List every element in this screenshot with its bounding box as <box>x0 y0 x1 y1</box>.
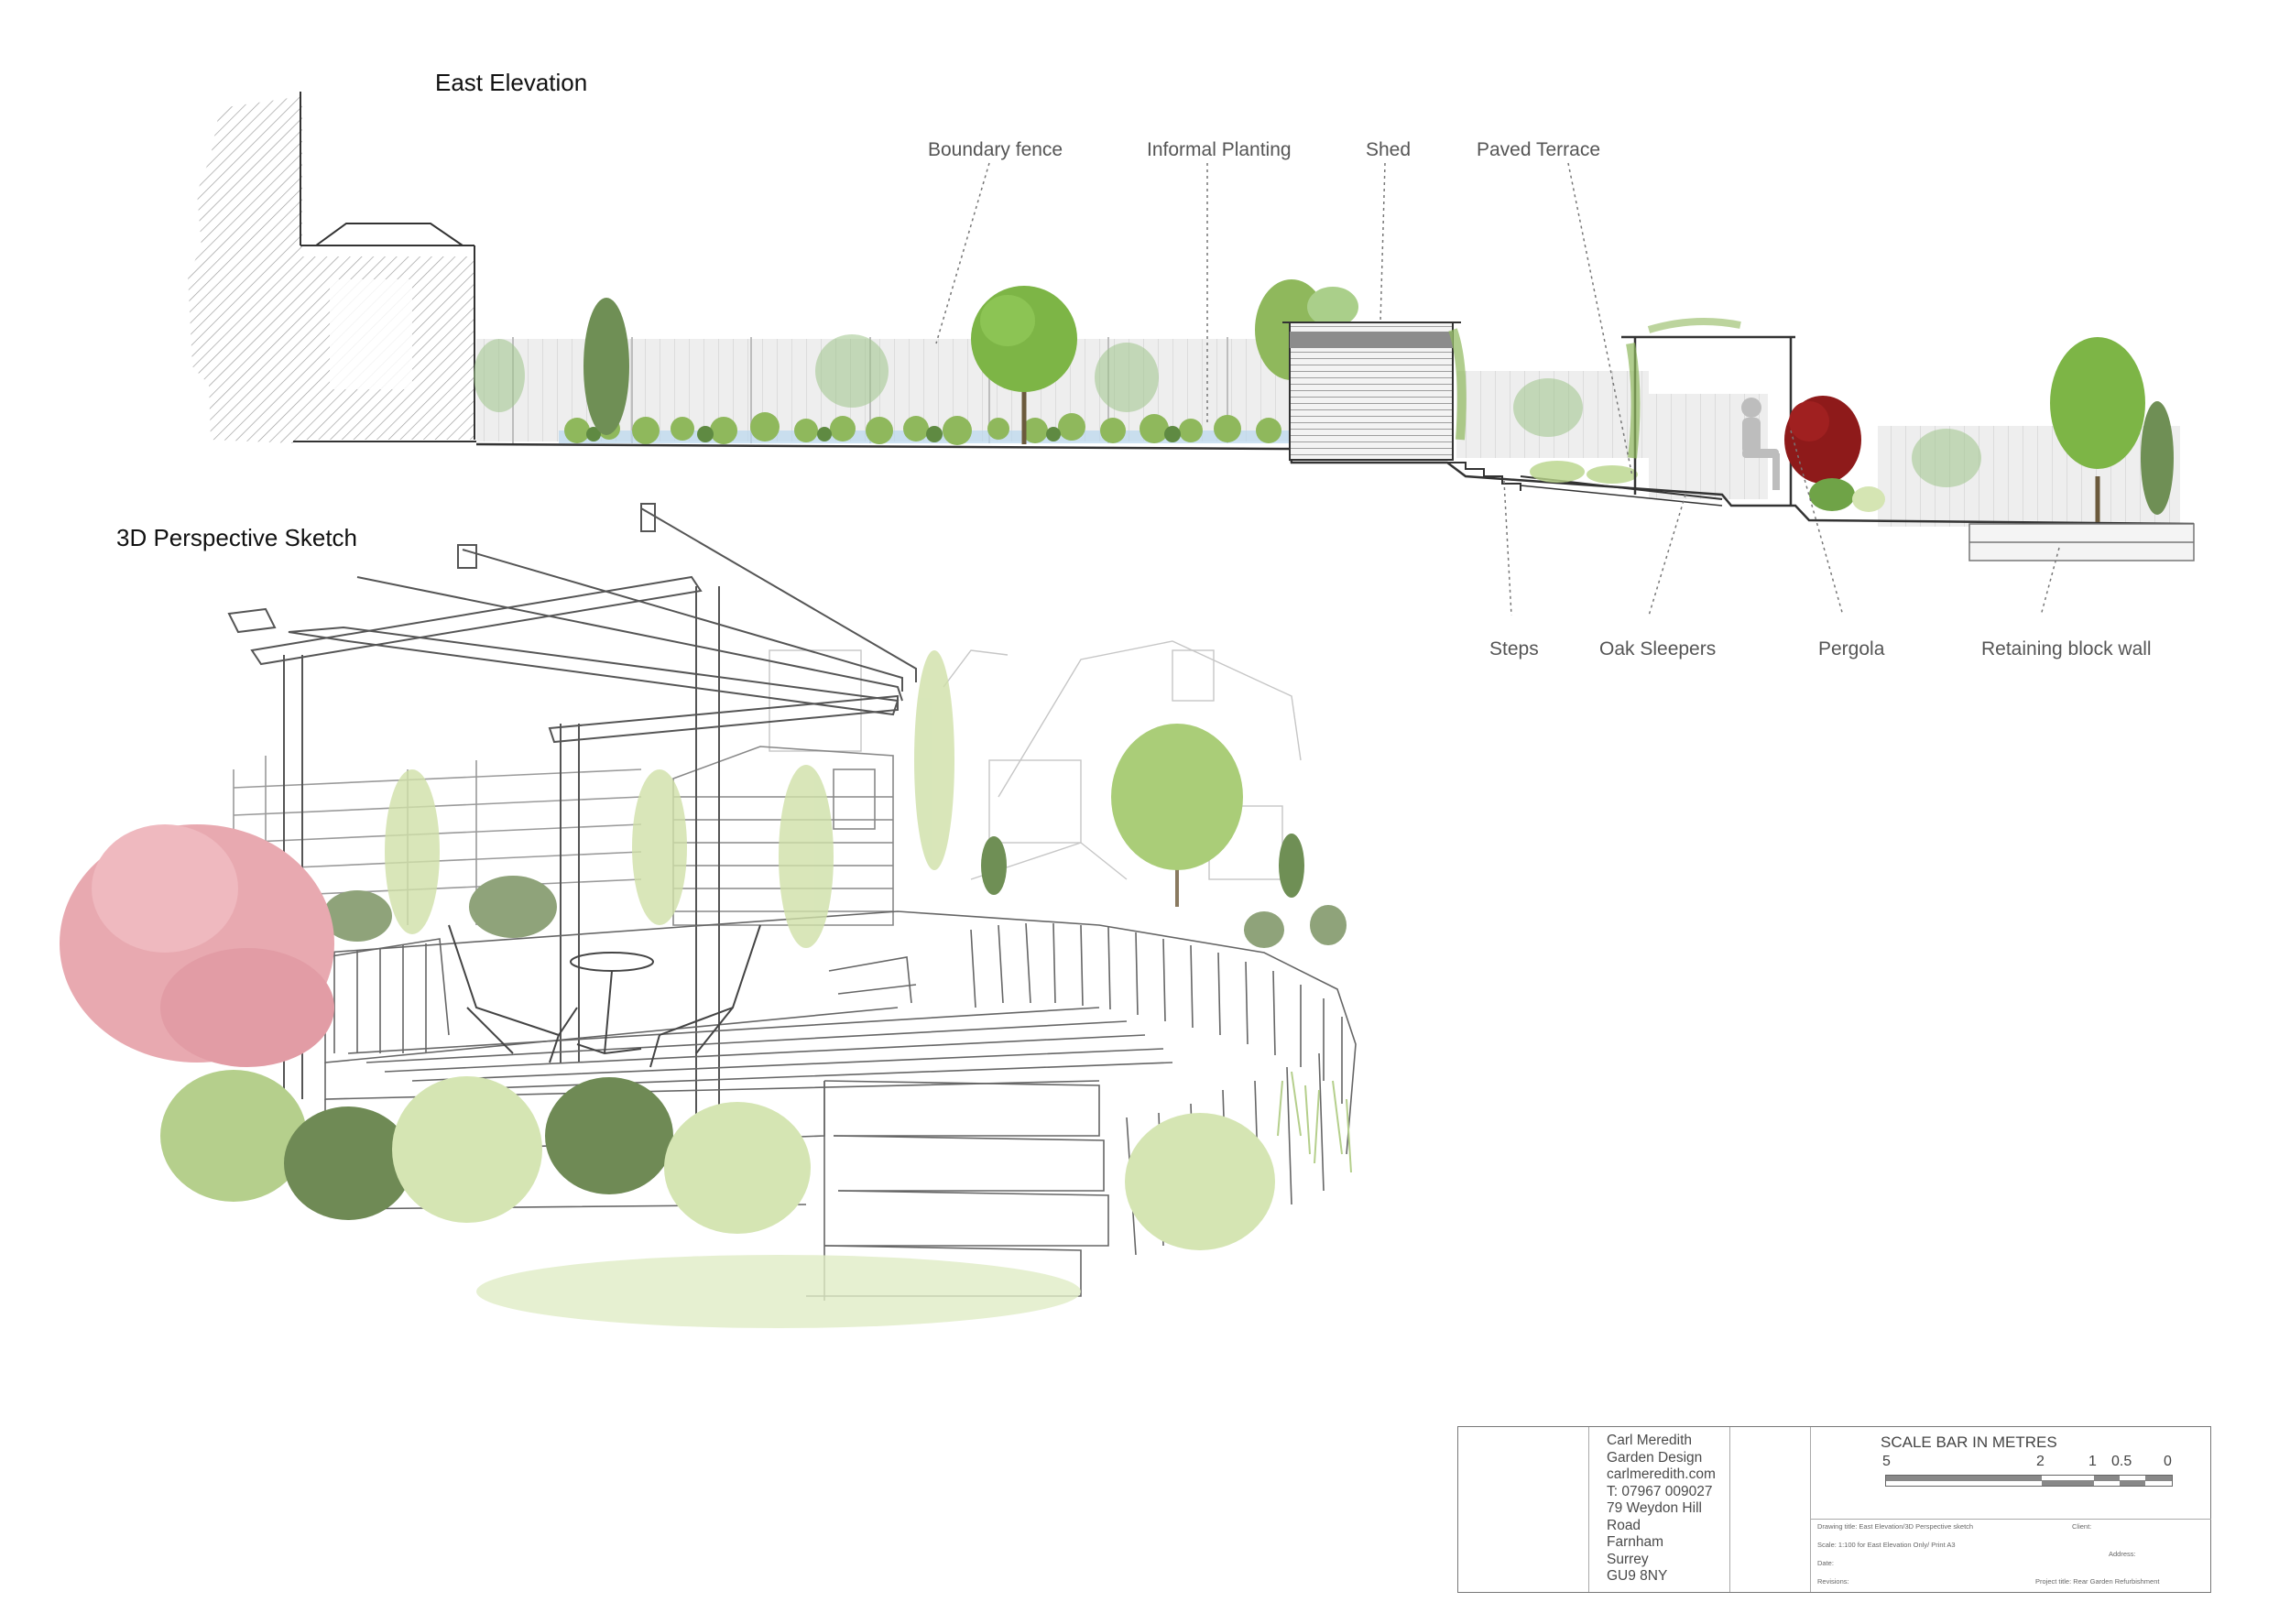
conifer <box>583 298 629 435</box>
address-field: Address: <box>2109 1550 2136 1558</box>
scale-field: Scale: 1:100 for East Elevation Only/ Pr… <box>1817 1541 1956 1549</box>
drawing-title: Drawing title: East Elevation/3D Perspec… <box>1817 1522 1974 1531</box>
callout-steps: Steps <box>1489 638 1539 659</box>
revisions-field: Revisions: <box>1817 1577 1849 1586</box>
designer-details: Carl Meredith Garden Design carlmeredith… <box>1607 1433 1716 1586</box>
east-elevation-drawing <box>188 92 2195 616</box>
date-field: Date: <box>1817 1559 1834 1567</box>
designer-line: Road <box>1607 1517 1641 1533</box>
perspective-planting <box>60 650 1352 1328</box>
steps-elevation <box>1447 462 1521 491</box>
scale-number: 1 <box>2088 1454 2097 1469</box>
designer-line: 79 Weydon Hill <box>1607 1500 1702 1516</box>
callout-paved-terrace: Paved Terrace <box>1477 139 1601 160</box>
designer-line: Garden Design <box>1607 1449 1703 1466</box>
project-title: Project title: Rear Garden Refurbishment <box>2035 1577 2160 1586</box>
callout-informal-planting: Informal Planting <box>1147 139 1292 160</box>
designer-line: Farnham <box>1607 1534 1664 1550</box>
east-elevation-heading: East Elevation <box>435 69 588 96</box>
retaining-wall <box>1968 523 2195 561</box>
informal-planting <box>559 412 1292 445</box>
scale-number: 0.5 <box>2111 1454 2132 1469</box>
house-elevation <box>188 92 476 443</box>
designer-line: T: 07967 009027 <box>1607 1483 1713 1499</box>
callout-boundary-fence: Boundary fence <box>928 139 1063 160</box>
perspective-heading: 3D Perspective Sketch <box>116 524 358 551</box>
scale-bar <box>1885 1475 2173 1487</box>
scale-number: 0 <box>2164 1454 2172 1469</box>
designer-line: GU9 8NY <box>1607 1568 1668 1584</box>
client-field: Client: <box>2072 1522 2092 1531</box>
right-tree <box>2050 337 2174 522</box>
elevation-tree <box>971 286 1077 444</box>
shed-elevation <box>1282 322 1461 461</box>
scale-bar-title: SCALE BAR IN METRES <box>1881 1433 2057 1451</box>
callout-oak-sleepers: Oak Sleepers <box>1599 638 1717 659</box>
scale-number: 2 <box>2036 1454 2045 1469</box>
callout-shed: Shed <box>1366 139 1412 160</box>
callout-retaining-block-wall: Retaining block wall <box>1981 638 2152 659</box>
designer-line: Carl Meredith <box>1607 1433 1693 1448</box>
designer-line: carlmeredith.com <box>1607 1466 1716 1482</box>
title-block: Carl Meredith Garden Design carlmeredith… <box>1457 1426 2211 1593</box>
perspective-sketch-drawing <box>60 503 1357 1328</box>
callout-pergola: Pergola <box>1818 638 1885 659</box>
red-acer <box>1784 396 1861 484</box>
scale-number: 5 <box>1882 1454 1891 1469</box>
seated-figure <box>1741 398 1780 490</box>
designer-line: Surrey <box>1607 1551 1649 1567</box>
